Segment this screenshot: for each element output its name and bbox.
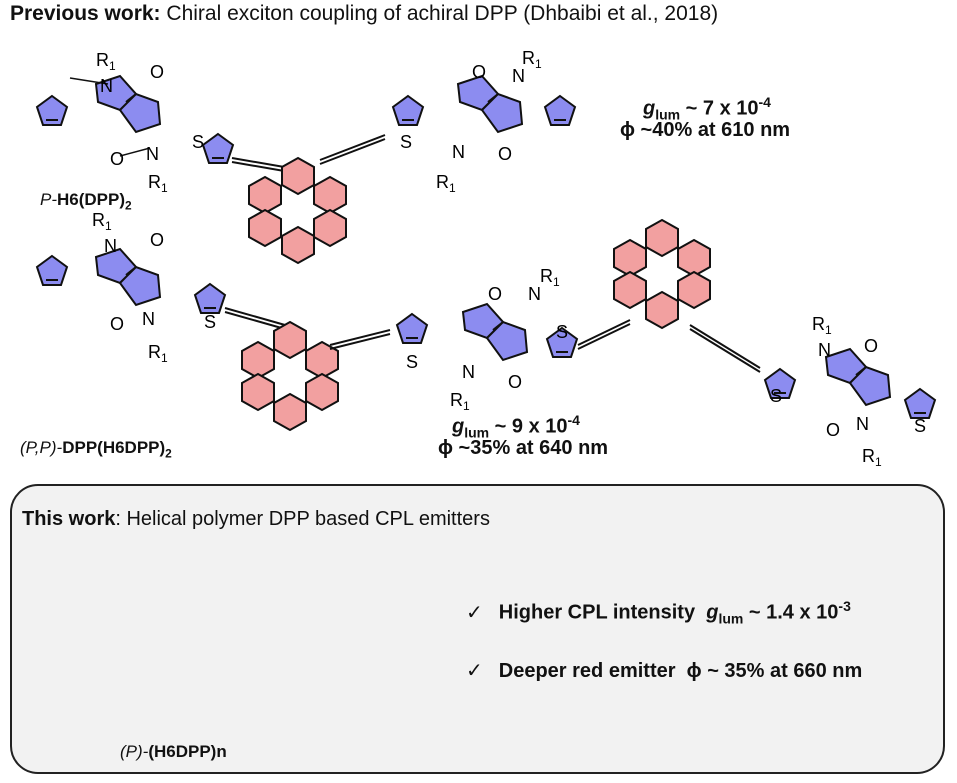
mol1-s-right: S xyxy=(400,132,412,152)
mol1-n-bottom: N xyxy=(146,144,159,164)
mol2-n-top: N xyxy=(104,236,117,256)
mol1-r1-right-bottom: R1 xyxy=(436,172,456,195)
check-icon: ✓ xyxy=(466,660,483,682)
molecule1-structure xyxy=(36,75,576,264)
molecule2-label: (P,P)-DPP(H6DPP)2 xyxy=(20,438,172,461)
molecule1-label: P-H6(DPP)2 xyxy=(40,190,132,213)
molecule1-quantum-yield: ϕ ~40% at 610 nm xyxy=(620,119,791,141)
mol1-n-top: N xyxy=(100,76,113,96)
this-work-panel xyxy=(10,484,945,774)
mol1-n-right-top: N xyxy=(512,66,525,86)
mol2-s-5: S xyxy=(914,416,926,436)
mol2-o-top: O xyxy=(150,230,164,250)
mol2-n-right-top: N xyxy=(818,340,831,360)
mol1-s-left: S xyxy=(192,132,204,152)
molecule2-quantum-yield: ϕ ~35% at 640 nm xyxy=(438,437,609,459)
polymer-label: (P)-(H6DPP)n xyxy=(120,742,227,761)
mol1-n-right-bottom: N xyxy=(452,142,465,162)
mol2-n-right-bottom: N xyxy=(856,414,869,434)
mol1-r1-right-top: R1 xyxy=(522,48,542,71)
mol2-r1-top: R1 xyxy=(92,210,112,233)
mol2-o-right-bottom: O xyxy=(826,420,840,440)
mol1-o-bottom: O xyxy=(110,149,124,169)
check-icon: ✓ xyxy=(466,601,483,624)
mol2-r1-bottom: R1 xyxy=(148,342,168,365)
mol2-o-mid-bottom: O xyxy=(508,372,522,392)
claim-deeper-red: ✓Deeper red emitter ϕ ~ 35% at 660 nm xyxy=(466,660,863,682)
header-bold: Previous work: xyxy=(10,2,161,25)
mol2-o-bottom: O xyxy=(110,314,124,334)
mol2-o-mid-top: O xyxy=(488,284,502,304)
mol1-o-top: O xyxy=(150,62,164,82)
header-title: Previous work: Chiral exciton coupling o… xyxy=(10,2,718,26)
molecule1-g-lum: glum ~ 7 x 10-4 xyxy=(643,94,771,123)
molecule2-structure xyxy=(36,219,936,431)
this-work-title: This work: Helical polymer DPP based CPL… xyxy=(22,508,490,530)
claim-higher-cpl: ✓Higher CPL intensity glum ~ 1.4 x 10-3 xyxy=(466,598,851,627)
mol2-r1-mid-top: R1 xyxy=(540,266,560,289)
mol1-o-right-top: O xyxy=(472,62,486,82)
mol1-r1-bottom: R1 xyxy=(148,172,168,195)
mol2-n-mid-bottom: N xyxy=(462,362,475,382)
mol2-s-4: S xyxy=(770,386,782,406)
mol2-o-right-top: O xyxy=(864,336,878,356)
mol2-r1-mid-bottom: R1 xyxy=(450,390,470,413)
mol2-s-2: S xyxy=(406,352,418,372)
mol2-r1-right-top: R1 xyxy=(812,314,832,337)
mol2-s-3: S xyxy=(556,322,568,342)
mol2-n-mid-top: N xyxy=(528,284,541,304)
mol2-r1-right-bottom: R1 xyxy=(862,446,882,469)
mol1-o-right-bottom: O xyxy=(498,144,512,164)
molecule2-g-lum: glum ~ 9 x 10-4 xyxy=(452,412,580,441)
mol1-r1-top: R1 xyxy=(96,50,116,73)
mol2-n-bottom: N xyxy=(142,309,155,329)
header-rest: Chiral exciton coupling of achiral DPP (… xyxy=(160,2,719,25)
mol2-s-1: S xyxy=(204,312,216,332)
